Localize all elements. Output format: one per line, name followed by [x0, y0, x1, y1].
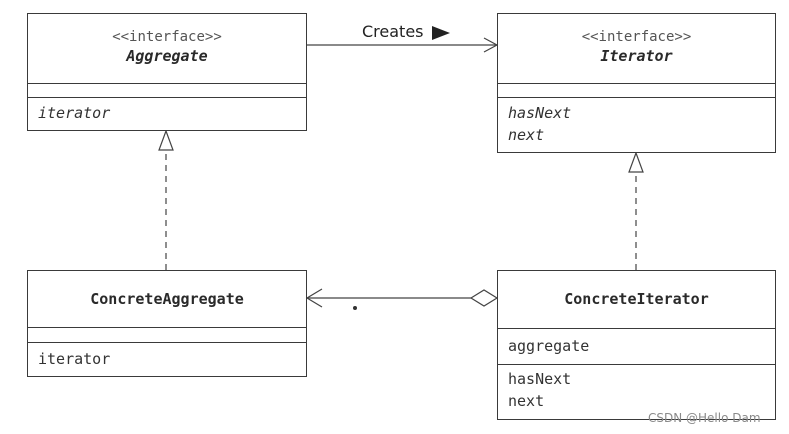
iterator-name-compartment: <<interface>> Iterator — [498, 14, 775, 84]
concrete-iterator-class-name: ConcreteIterator — [564, 290, 709, 308]
creates-label: Creates — [362, 22, 424, 41]
multiplicity-dot — [353, 306, 357, 310]
class-aggregate: <<interface>> Aggregate iterator — [27, 13, 307, 131]
concrete-iterator-method-hasnext: hasNext — [508, 370, 572, 388]
concrete-aggregate-method-iterator: iterator — [38, 350, 111, 368]
concrete-iterator-name-compartment: ConcreteIterator — [498, 271, 775, 329]
iterator-attributes — [498, 84, 775, 98]
concrete-aggregate-methods: iterator — [28, 343, 306, 370]
concrete-iterator-fields: aggregate — [498, 329, 775, 365]
realization-iterator — [628, 151, 644, 270]
iterator-method-next: next — [508, 126, 545, 144]
aggregate-attributes — [28, 84, 306, 98]
concrete-aggregate-attributes — [28, 328, 306, 343]
creates-direction-icon — [432, 26, 450, 40]
iterator-methods: hasNext next — [498, 98, 775, 146]
concrete-iterator-method-next: next — [508, 392, 545, 410]
aggregation-association — [305, 288, 499, 308]
class-iterator: <<interface>> Iterator hasNext next — [497, 13, 776, 153]
iterator-method-hasnext: hasNext — [508, 104, 572, 122]
concrete-aggregate-name-compartment: ConcreteAggregate — [28, 271, 306, 328]
aggregate-methods: iterator — [28, 98, 306, 124]
realization-aggregate — [158, 129, 174, 270]
class-concrete-aggregate: ConcreteAggregate iterator — [27, 270, 307, 377]
aggregate-name-compartment: <<interface>> Aggregate — [28, 14, 306, 84]
iterator-class-name: Iterator — [600, 47, 673, 65]
class-concrete-iterator: ConcreteIterator aggregate hasNext next — [497, 270, 776, 420]
aggregate-stereotype: <<interface>> — [112, 29, 222, 45]
concrete-iterator-methods: hasNext next — [498, 365, 775, 412]
aggregate-method-iterator: iterator — [38, 104, 111, 122]
concrete-iterator-field-aggregate: aggregate — [508, 337, 590, 355]
concrete-aggregate-class-name: ConcreteAggregate — [90, 290, 244, 308]
watermark: CSDN @Hello Dam — [648, 411, 761, 425]
aggregate-class-name: Aggregate — [126, 47, 208, 65]
iterator-stereotype: <<interface>> — [581, 29, 692, 45]
